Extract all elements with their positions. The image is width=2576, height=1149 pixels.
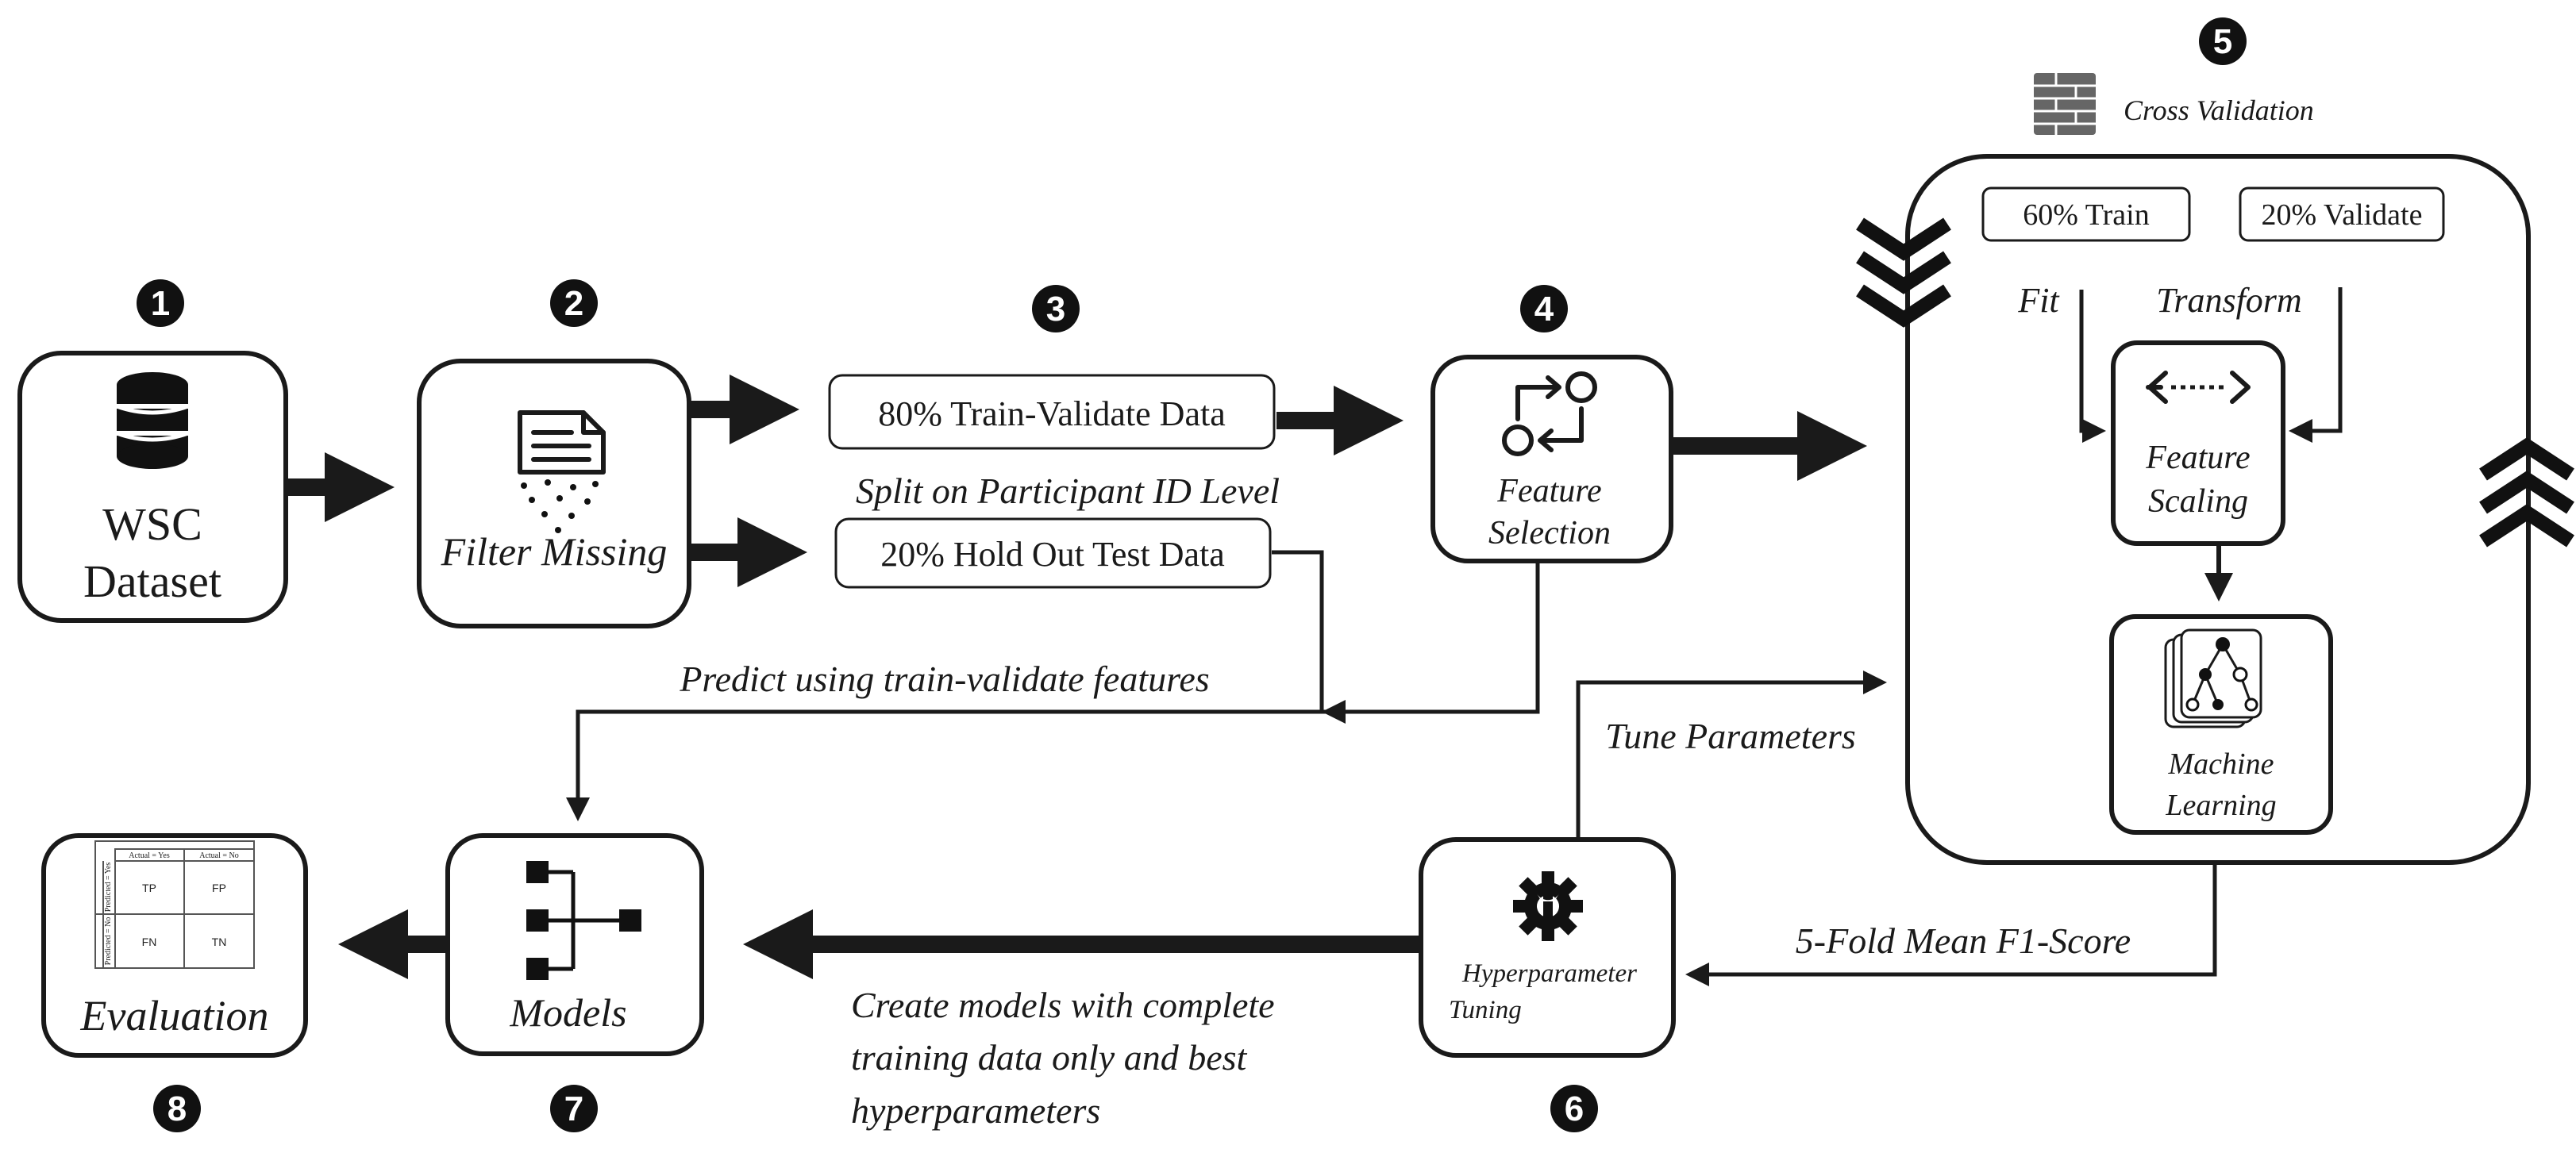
- svg-text:60% Train: 60% Train: [2023, 198, 2149, 232]
- svg-text:2: 2: [564, 284, 583, 323]
- hyperparameter-tuning-node: Hyperparameter Tuning: [1419, 837, 1676, 1058]
- connector-tuning-to-crossvalidation: [1576, 671, 1887, 838]
- chevron-up-icon: [2479, 437, 2574, 548]
- train-60-box: 60% Train: [1981, 186, 2191, 242]
- step-number-6: 6: [1550, 1085, 1598, 1132]
- step-number-8: 8: [153, 1085, 201, 1132]
- hold-out-box: 20% Hold Out Test Data: [834, 517, 1272, 589]
- svg-text:Actual = Yes: Actual = Yes: [129, 851, 170, 860]
- svg-text:Predicted = Yes: Predicted = Yes: [104, 863, 113, 913]
- step-number-3: 3: [1032, 285, 1080, 332]
- evaluation-label: Evaluation: [80, 992, 269, 1039]
- svg-text:20% Hold Out Test Data: 20% Hold Out Test Data: [880, 535, 1225, 574]
- create-models-label-2: training data only and best: [851, 1037, 1248, 1078]
- learning-label: Learning: [2165, 789, 2276, 822]
- step-number-5: 5: [2199, 17, 2247, 65]
- confusion-matrix-icon: Actual = Yes Actual = No Predicted = Yes…: [94, 840, 255, 969]
- database-icon: [116, 372, 189, 469]
- evaluation-node: Actual = Yes Actual = No Predicted = Yes…: [41, 833, 308, 1058]
- svg-text:TP: TP: [142, 882, 156, 894]
- train-validate-box: 80% Train-Validate Data: [828, 374, 1276, 450]
- filter-missing-node: Filter Missing: [417, 359, 691, 628]
- feature-scaling-label-1: Feature: [2145, 440, 2250, 476]
- predict-label: Predict using train-validate features: [679, 659, 1209, 699]
- feature-scaling-node: Feature Scaling: [2111, 340, 2285, 546]
- tune-parameters-label: Tune Parameters: [1605, 716, 1856, 756]
- svg-text:FP: FP: [212, 882, 226, 894]
- feature-scaling-label-2: Scaling: [2148, 483, 2248, 520]
- decision-tree-icon: [2164, 628, 2262, 728]
- create-models-label-1: Create models with complete: [851, 985, 1275, 1025]
- document-filter-icon: [518, 410, 606, 533]
- f1-score-label: 5-Fold Mean F1-Score: [1796, 920, 2131, 961]
- step-number-7: 7: [550, 1085, 598, 1132]
- svg-text:1: 1: [151, 284, 170, 323]
- machine-learning-node: Machine Learning: [2109, 614, 2333, 835]
- step-number-2: 2: [550, 279, 598, 327]
- feature-label: Feature: [1496, 473, 1601, 509]
- hyperparameter-label: Hyperparameter: [1461, 959, 1637, 988]
- connector-fit-to-scaling: [2079, 290, 2106, 443]
- dataset-label: Dataset: [83, 555, 221, 607]
- svg-text:Predicted = No: Predicted = No: [104, 917, 113, 966]
- svg-text:Actual = No: Actual = No: [199, 851, 239, 860]
- svg-text:TN: TN: [212, 936, 227, 948]
- svg-text:Cross Validation: Cross Validation: [2124, 94, 2314, 126]
- svg-text:6: 6: [1565, 1089, 1584, 1128]
- transform-label: Transform: [2156, 281, 2301, 320]
- connector-holdout-down: [1272, 550, 1326, 714]
- machine-label: Machine: [2168, 747, 2274, 781]
- connector-crossvalidation-to-tuning: [1685, 863, 2217, 986]
- filter-missing-label: Filter Missing: [441, 529, 668, 574]
- svg-text:80% Train-Validate Data: 80% Train-Validate Data: [878, 394, 1225, 433]
- brick-wall-icon: [2034, 73, 2096, 135]
- exchange-arrows-icon: [1502, 371, 1597, 456]
- create-models-label-3: hyperparameters: [851, 1090, 1100, 1131]
- connector-predict-to-models: [566, 709, 1326, 821]
- step-number-4: 4: [1520, 285, 1568, 332]
- fit-label: Fit: [2017, 281, 2060, 320]
- step-number-1: 1: [137, 279, 184, 327]
- connector-selection-to-predict: [1322, 561, 1540, 724]
- gear-wrench-icon: [1513, 871, 1583, 941]
- models-node: Models: [445, 833, 704, 1056]
- svg-text:FN: FN: [142, 936, 157, 948]
- hierarchy-icon: [526, 861, 641, 980]
- svg-text:20% Validate: 20% Validate: [2262, 198, 2423, 232]
- svg-text:3: 3: [1046, 290, 1065, 329]
- feature-selection-node: Feature Selection: [1430, 355, 1673, 563]
- cross-validation-title: Cross Validation: [2034, 73, 2314, 135]
- connector-transform-to-scaling: [2289, 287, 2343, 443]
- wsc-label: WSC: [102, 498, 202, 550]
- svg-text:8: 8: [167, 1089, 187, 1128]
- models-label: Models: [509, 990, 626, 1035]
- svg-text:7: 7: [564, 1089, 583, 1128]
- selection-label: Selection: [1488, 515, 1611, 551]
- svg-text:4: 4: [1534, 290, 1554, 329]
- tuning-label: Tuning: [1449, 996, 1522, 1024]
- svg-text:5: 5: [2213, 22, 2232, 61]
- chevron-down-icon: [1856, 217, 1951, 328]
- validate-20-box: 20% Validate: [2239, 186, 2445, 242]
- scaling-arrows-icon: [2146, 371, 2251, 404]
- split-label: Split on Participant ID Level: [856, 471, 1280, 511]
- wsc-dataset-node: WSC Dataset: [17, 351, 288, 623]
